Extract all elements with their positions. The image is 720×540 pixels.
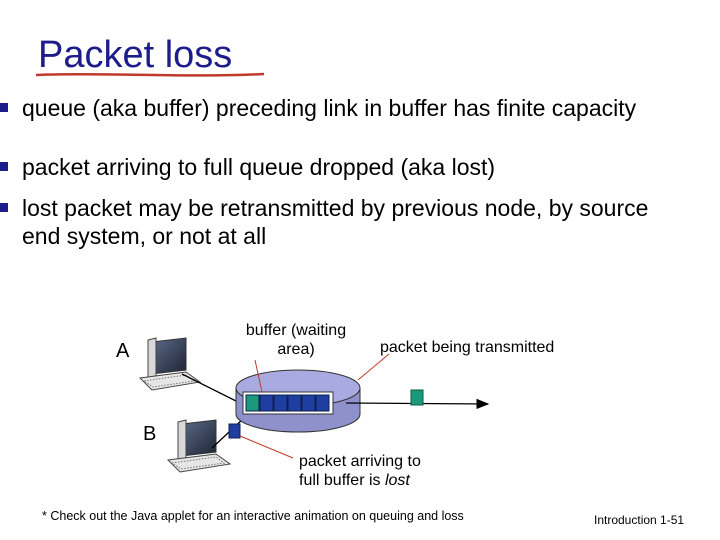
bullet-square-icon <box>0 203 8 212</box>
host-b-label: B <box>143 423 157 445</box>
lost-label-line2: full buffer is lost <box>299 472 410 489</box>
buffered-packet <box>259 394 274 412</box>
host-b-computer-icon <box>166 419 232 473</box>
link-host-a <box>181 373 247 407</box>
link-host-b <box>211 417 245 449</box>
buffer-label: buffer (waiting area) <box>245 322 347 358</box>
footnote: * Check out the Java applet for an inter… <box>42 509 464 523</box>
buffered-packet <box>315 394 330 412</box>
bullet-text: lost packet may be retransmitted by prev… <box>22 195 649 249</box>
host-a-computer-icon <box>138 337 202 391</box>
bullet-square-icon <box>0 103 8 112</box>
bullet-square-icon <box>0 162 8 171</box>
buffered-packet <box>245 394 260 412</box>
buffered-packet <box>301 394 316 412</box>
buffered-packet <box>287 394 302 412</box>
buffer-queue <box>242 391 334 415</box>
slide-title: Packet loss <box>38 34 233 76</box>
buffer-callout-line <box>254 359 263 393</box>
lost-callout-line <box>239 435 294 459</box>
lost-packet-label: packet arriving to full buffer is lost <box>299 452 421 490</box>
host-a-label: A <box>116 340 130 362</box>
transmitted-packet-label: packet being transmitted <box>380 339 555 356</box>
bullet-text: queue (aka buffer) preceding link in buf… <box>22 95 637 121</box>
title-underline <box>35 72 265 77</box>
bullet-text: packet arriving to full queue dropped (a… <box>22 154 496 180</box>
transmitted-packet <box>410 389 424 406</box>
transmit-callout-line <box>357 353 390 381</box>
lost-label-line1: packet arriving to <box>299 453 421 470</box>
lost-emphasis: lost <box>384 472 410 489</box>
lost-packet <box>228 423 241 439</box>
slide-number: Introduction 1-51 <box>594 513 685 527</box>
buffered-packet <box>273 394 288 412</box>
